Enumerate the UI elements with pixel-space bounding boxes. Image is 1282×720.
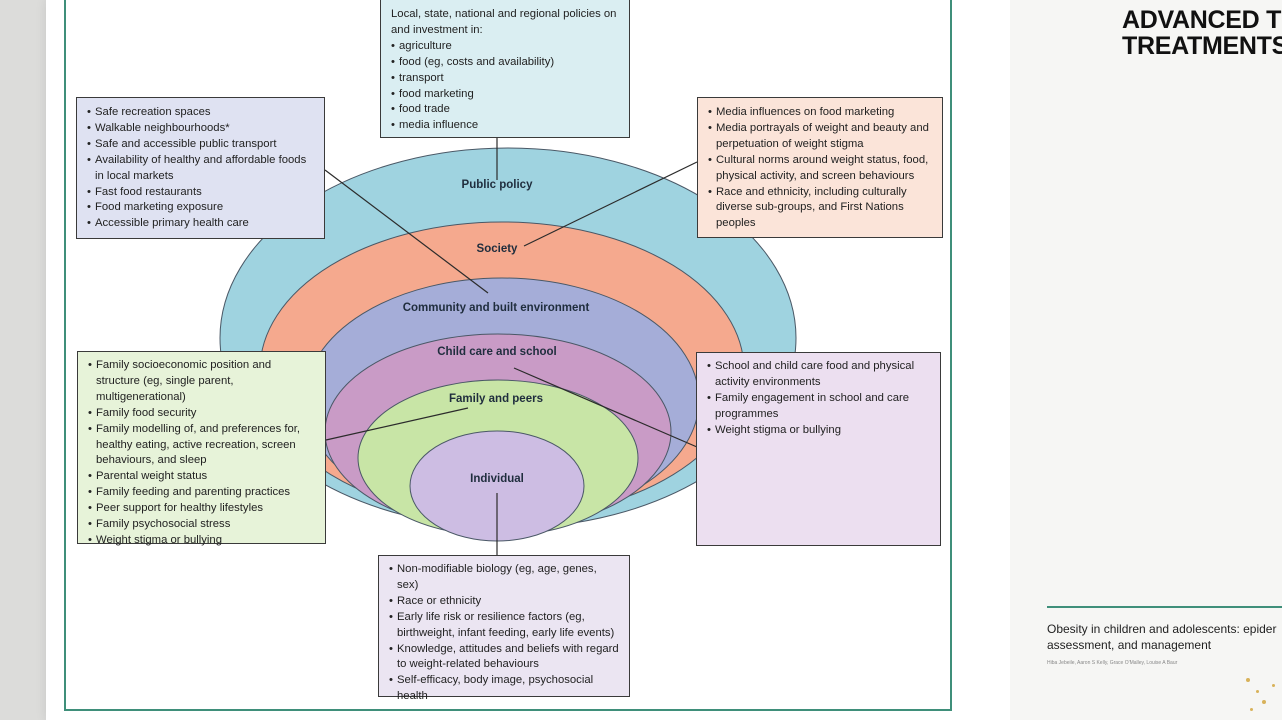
list-item: food (eg, costs and availability) xyxy=(391,55,621,71)
list-item: Accessible primary health care xyxy=(87,216,316,232)
decorative-dot xyxy=(1272,684,1275,687)
list-item: Weight stigma or bullying xyxy=(88,533,317,549)
slide-left-margin xyxy=(0,0,46,720)
connector-community xyxy=(324,169,489,294)
decorative-dot xyxy=(1262,700,1266,704)
list-item: Family socioeconomic position and struct… xyxy=(88,358,317,406)
label-childcare: Child care and school xyxy=(437,346,557,358)
connector-school xyxy=(513,367,698,448)
list-item: Cultural norms around weight status, foo… xyxy=(708,153,934,185)
list-item: Self-efficacy, body image, psychosocial … xyxy=(389,673,621,705)
decorative-dot xyxy=(1246,678,1250,682)
list-item: Weight stigma or bullying xyxy=(707,423,932,439)
list-item: media influence xyxy=(391,118,621,134)
label-public-policy: Public policy xyxy=(461,179,533,191)
list-item: Availability of healthy and affordable f… xyxy=(87,153,316,185)
individual-list: Non-modifiable biology (eg, age, genes, … xyxy=(389,562,621,705)
connector-society xyxy=(523,161,698,247)
list-item: Family engagement in school and care pro… xyxy=(707,391,932,423)
society-list: Media influences on food marketing Media… xyxy=(708,105,934,232)
list-item: Family modelling of, and preferences for… xyxy=(88,422,317,470)
label-individual: Individual xyxy=(470,473,524,485)
community-box: Safe recreation spaces Walkable neighbou… xyxy=(76,97,325,239)
slide-title: ADVANCED TEC TREATMENTS I xyxy=(1122,7,1282,59)
list-item: Walkable neighbourhoods* xyxy=(87,121,316,137)
list-item: Family feeding and parenting practices xyxy=(88,485,317,501)
connector-family xyxy=(325,407,469,441)
figure-frame xyxy=(64,0,952,711)
list-item: Race and ethnicity, including culturally… xyxy=(708,185,934,233)
list-item: food trade xyxy=(391,102,621,118)
slide-right-panel xyxy=(1010,0,1282,720)
list-item: agriculture xyxy=(391,39,621,55)
decorative-dot xyxy=(1250,708,1253,711)
individual-box: Non-modifiable biology (eg, age, genes, … xyxy=(378,555,630,702)
reference-title: Obesity in children and adolescents: epi… xyxy=(1047,621,1276,653)
list-item: Peer support for healthy lifestyles xyxy=(88,501,317,517)
label-society: Society xyxy=(476,243,518,255)
list-item: food marketing xyxy=(391,87,621,103)
policy-box: Local, state, national and regional poli… xyxy=(380,0,630,138)
list-item: Safe recreation spaces xyxy=(87,105,316,121)
policy-list: agriculture food (eg, costs and availabi… xyxy=(391,39,621,134)
reference-divider xyxy=(1047,606,1282,608)
slide-title-line-1: ADVANCED TEC xyxy=(1122,6,1282,34)
slide-title-line-2: TREATMENTS I xyxy=(1122,32,1282,60)
list-item: Media influences on food marketing xyxy=(708,105,934,121)
community-list: Safe recreation spaces Walkable neighbou… xyxy=(87,105,316,232)
list-item: Food marketing exposure xyxy=(87,200,316,216)
label-family: Family and peers xyxy=(449,393,543,405)
family-box: Family socioeconomic position and struct… xyxy=(77,351,326,549)
list-item: Safe and accessible public transport xyxy=(87,137,316,153)
list-item: Knowledge, attitudes and beliefs with re… xyxy=(389,642,621,674)
school-box: School and child care food and physical … xyxy=(696,352,941,546)
decorative-dot xyxy=(1256,690,1259,693)
society-box: Media influences on food marketing Media… xyxy=(697,97,943,238)
policy-intro-line-2: and investment in: xyxy=(391,23,483,36)
reference-title-line-2: assessment, and management xyxy=(1047,638,1212,652)
list-item: Fast food restaurants xyxy=(87,185,316,201)
policy-intro-line-1: Local, state, national and regional poli… xyxy=(391,8,617,20)
list-item: Media portrayals of weight and beauty an… xyxy=(708,121,934,153)
school-list: School and child care food and physical … xyxy=(707,359,932,439)
list-item: Family psychosocial stress xyxy=(88,517,317,533)
label-community: Community and built environment xyxy=(402,302,590,314)
list-item: School and child care food and physical … xyxy=(707,359,932,391)
family-list: Family socioeconomic position and struct… xyxy=(88,358,317,549)
list-item: transport xyxy=(391,71,621,87)
reference-title-line-1: Obesity in children and adolescents: epi… xyxy=(1047,622,1277,636)
list-item: Early life risk or resilience factors (e… xyxy=(389,610,621,642)
list-item: Family food security xyxy=(88,406,317,422)
reference-authors: Hiba Jebeile, Aaron S Kelly, Grace O'Mal… xyxy=(1047,660,1178,666)
list-item: Race or ethnicity xyxy=(389,594,621,610)
list-item: Non-modifiable biology (eg, age, genes, … xyxy=(389,562,621,594)
list-item: Parental weight status xyxy=(88,469,317,485)
